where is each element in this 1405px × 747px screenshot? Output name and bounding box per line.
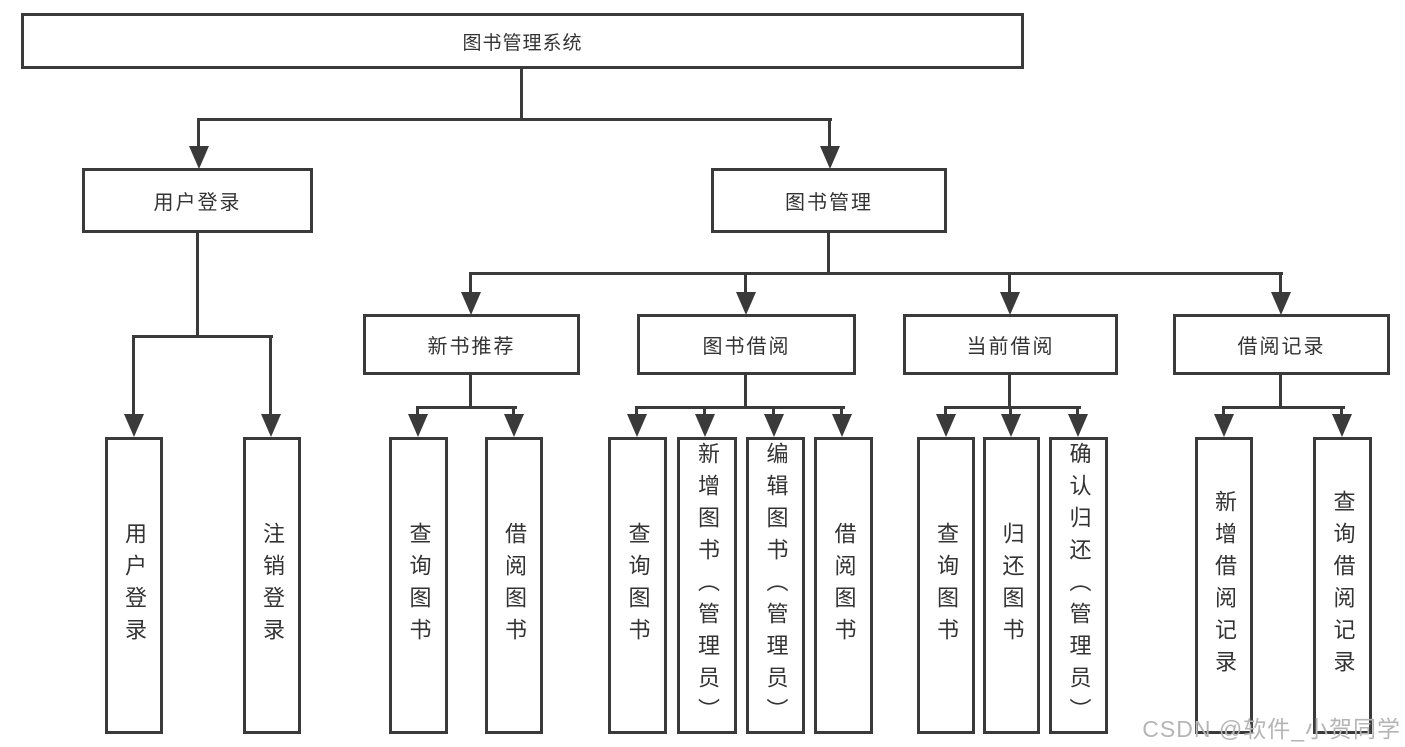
connector-line (744, 272, 747, 292)
connector-line (635, 406, 638, 415)
connector-line (703, 406, 706, 415)
connector-line (1222, 406, 1225, 415)
leaf-logout: 注销登录 (243, 437, 301, 734)
node-current-borrowing-label: 当前借阅 (966, 336, 1055, 358)
node-book-management-label: 图书管理 (785, 192, 873, 214)
connector-line (827, 233, 830, 272)
connector-line (772, 406, 775, 415)
connector-line (416, 406, 419, 415)
node-root-label: 图书管理系统 (462, 32, 583, 54)
leaf-confirm-return-admin: 确认归还（管理员） (1049, 437, 1108, 734)
leaf-query-borrow-record-label: 查询借阅记录 (1330, 489, 1356, 682)
connector-line (132, 335, 273, 338)
connector-line (1279, 375, 1282, 406)
connector-line (1076, 406, 1079, 415)
connector-line (635, 406, 845, 409)
connector-line (416, 406, 517, 409)
connector-line (269, 335, 272, 414)
connector-line (1340, 406, 1343, 415)
arrow-down-icon (936, 414, 956, 437)
arrow-down-icon (1068, 414, 1088, 437)
arrow-down-icon (189, 146, 209, 169)
leaf-add-borrow-record-label: 新增借阅记录 (1212, 489, 1237, 682)
leaf-query-books-recommend-label: 查询图书 (406, 521, 432, 650)
arrow-down-icon (820, 146, 840, 169)
connector-line (469, 272, 472, 292)
connector-line (944, 406, 1081, 409)
leaf-borrow-books-borrowing: 借阅图书 (814, 437, 873, 734)
connector-line (1279, 272, 1282, 292)
leaf-confirm-return-admin-label: 确认归还（管理员） (1066, 441, 1092, 730)
leaf-edit-book-admin: 编辑图书（管理员） (746, 437, 805, 734)
leaf-user-login-label: 用户登录 (122, 521, 147, 650)
arrow-down-icon (504, 414, 524, 437)
connector-line (828, 118, 831, 146)
connector-line (1009, 406, 1012, 415)
arrow-down-icon (764, 414, 784, 437)
arrow-down-icon (832, 414, 852, 437)
connector-line (944, 406, 947, 415)
arrow-down-icon (1000, 292, 1020, 315)
arrow-down-icon (736, 292, 756, 315)
leaf-add-borrow-record: 新增借阅记录 (1195, 437, 1253, 734)
connector-line (520, 69, 523, 118)
arrow-down-icon (1271, 292, 1291, 315)
leaf-user-login: 用户登录 (105, 437, 163, 734)
leaf-logout-label: 注销登录 (260, 521, 285, 650)
connector-line (469, 375, 472, 406)
connector-line (1008, 375, 1011, 406)
arrow-down-icon (124, 414, 144, 437)
csdn-watermark: CSDN @软件_小贺同学 (1142, 716, 1401, 742)
node-root: 图书管理系统 (21, 13, 1024, 69)
leaf-edit-book-admin-label: 编辑图书（管理员） (763, 441, 789, 730)
arrow-down-icon (1001, 414, 1021, 437)
leaf-query-books-recommend: 查询图书 (389, 437, 448, 734)
arrow-down-icon (261, 414, 281, 437)
node-borrowing-records-label: 借阅记录 (1237, 336, 1326, 358)
connector-line (512, 406, 515, 415)
connector-line (840, 406, 843, 415)
node-new-book-recommend: 新书推荐 (363, 314, 580, 375)
leaf-return-book: 归还图书 (983, 437, 1040, 734)
leaf-borrow-books-recommend-label: 借阅图书 (502, 521, 527, 650)
arrow-down-icon (627, 414, 647, 437)
leaf-borrow-books-recommend: 借阅图书 (485, 437, 543, 734)
leaf-query-borrow-record: 查询借阅记录 (1313, 437, 1372, 734)
node-borrowing-records: 借阅记录 (1173, 314, 1390, 375)
node-book-borrowing: 图书借阅 (637, 314, 856, 375)
connector-line (1222, 406, 1345, 409)
leaf-query-books-current-label: 查询图书 (934, 521, 959, 650)
connector-line (744, 375, 747, 406)
connector-line (197, 118, 200, 146)
leaf-query-books-borrowing: 查询图书 (608, 437, 667, 734)
node-current-borrowing: 当前借阅 (903, 314, 1118, 375)
arrow-down-icon (461, 292, 481, 315)
connector-line (1008, 272, 1011, 292)
arrow-down-icon (1332, 414, 1352, 437)
arrow-down-icon (1214, 414, 1234, 437)
node-book-borrowing-label: 图书借阅 (702, 336, 791, 358)
connector-line (469, 272, 1283, 275)
leaf-add-book-admin: 新增图书（管理员） (677, 437, 737, 734)
node-new-book-recommend-label: 新书推荐 (427, 336, 516, 358)
node-book-management: 图书管理 (711, 168, 947, 233)
leaf-add-book-admin-label: 新增图书（管理员） (695, 441, 720, 730)
connector-line (197, 118, 832, 121)
leaf-query-books-borrowing-label: 查询图书 (625, 521, 651, 650)
arrow-down-icon (408, 414, 428, 437)
connector-line (196, 233, 199, 335)
connector-line (132, 335, 135, 414)
arrow-down-icon (695, 414, 715, 437)
leaf-borrow-books-borrowing-label: 借阅图书 (831, 521, 857, 650)
leaf-query-books-current: 查询图书 (917, 437, 975, 734)
node-user-login-label: 用户登录 (153, 192, 242, 214)
node-user-login: 用户登录 (82, 168, 313, 233)
leaf-return-book-label: 归还图书 (999, 521, 1025, 650)
